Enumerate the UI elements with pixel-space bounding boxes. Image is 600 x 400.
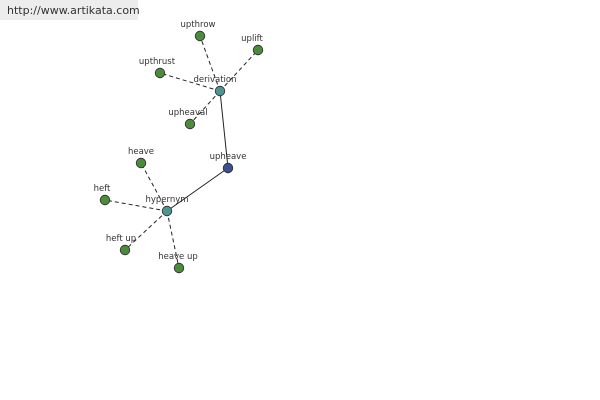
node-upheaval[interactable] [184,118,196,130]
node-heave-up[interactable] [173,262,185,274]
edge-upheave-hypernym [166,167,229,212]
node-upthrow[interactable] [194,30,206,42]
edge-hypernym-heave [140,162,168,212]
site-url[interactable]: http://www.artikata.com [7,4,140,17]
url-banner: http://www.artikata.com [0,0,140,20]
edge-hypernym-heft-up [124,210,168,251]
label-heft[interactable]: heft [94,184,111,194]
node-hypernym[interactable] [161,205,173,217]
label-heave-up[interactable]: heave up [158,252,198,262]
edge-derivation-upthrow [199,35,221,92]
label-upthrust[interactable]: upthrust [139,57,176,67]
edge-upheave-derivation [219,90,229,169]
label-upheaval[interactable]: upheaval [168,108,207,118]
edge-hypernym-heave-up [166,210,180,269]
node-heft-up[interactable] [119,244,131,256]
label-derivation[interactable]: derivation [193,75,236,85]
node-upheave[interactable] [222,162,234,174]
node-heft[interactable] [99,194,111,206]
label-upheave[interactable]: upheave [210,152,247,162]
node-heave[interactable] [135,157,147,169]
label-heave[interactable]: heave [128,147,154,157]
label-hypernym[interactable]: hypernym [145,195,188,205]
label-heft-up[interactable]: heft up [106,234,136,244]
edge-derivation-upthrust [159,72,221,92]
edge-derivation-uplift [219,49,259,92]
node-uplift[interactable] [252,44,264,56]
edge-derivation-upheaval [189,90,221,125]
edge-hypernym-heft [104,199,168,212]
label-upthrow[interactable]: upthrow [181,20,216,30]
node-upthrust[interactable] [154,67,166,79]
node-derivation[interactable] [214,85,226,97]
label-uplift[interactable]: uplift [241,34,263,44]
